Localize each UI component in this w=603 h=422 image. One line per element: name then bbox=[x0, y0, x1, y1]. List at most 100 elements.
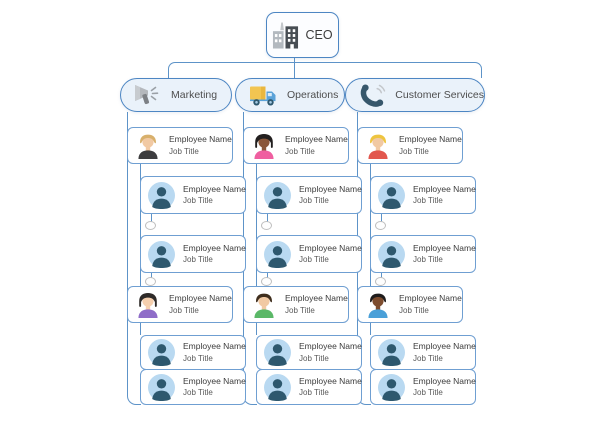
employee-node[interactable]: Employee Name Job Title bbox=[370, 369, 476, 405]
employee-title: Job Title bbox=[183, 196, 213, 206]
employee-title: Job Title bbox=[285, 305, 315, 315]
ceo-label: CEO bbox=[305, 28, 333, 42]
person-avatar-icon bbox=[264, 240, 291, 268]
employee-node[interactable]: Employee Name Job Title bbox=[140, 335, 246, 370]
employee-node[interactable]: Employee Name Job Title bbox=[370, 176, 476, 214]
employee-node[interactable]: Employee Name Job Title bbox=[140, 176, 246, 214]
person-avatar-icon bbox=[264, 181, 291, 209]
connector-collapse-stub bbox=[150, 273, 152, 278]
person-avatar-icon bbox=[138, 292, 158, 318]
employee-node[interactable]: Employee Name Job Title bbox=[370, 235, 476, 273]
collapse-indicator[interactable] bbox=[261, 221, 272, 230]
collapse-indicator[interactable] bbox=[145, 221, 156, 230]
person-avatar-icon bbox=[148, 240, 175, 268]
department-node-customer-services[interactable]: Customer Services bbox=[345, 78, 485, 112]
department-label: Operations bbox=[287, 89, 339, 101]
employee-name: Employee Name bbox=[169, 293, 232, 304]
employee-name: Employee Name bbox=[413, 341, 476, 352]
person-avatar-icon bbox=[368, 293, 388, 318]
connector-ceo-stub bbox=[294, 58, 296, 63]
employee-name: Employee Name bbox=[285, 293, 348, 304]
connector-reports-line bbox=[370, 323, 372, 335]
collapse-indicator[interactable] bbox=[375, 221, 386, 230]
employee-name: Employee Name bbox=[299, 341, 362, 352]
employee-title: Job Title bbox=[413, 255, 443, 265]
connector-reports-line bbox=[140, 323, 142, 335]
person-avatar-icon bbox=[368, 134, 388, 159]
employee-title: Job Title bbox=[183, 388, 213, 398]
employee-title: Job Title bbox=[299, 353, 329, 363]
employee-title: Job Title bbox=[183, 255, 213, 265]
truck-icon bbox=[250, 86, 276, 106]
connector-collapse-stub bbox=[266, 273, 268, 278]
employee-name: Employee Name bbox=[183, 242, 246, 253]
department-label: Customer Services bbox=[395, 89, 484, 101]
employee-name: Employee Name bbox=[413, 183, 476, 194]
employee-node[interactable]: Employee Name Job Title bbox=[140, 235, 246, 273]
employee-node[interactable]: Employee Name Job Title bbox=[370, 335, 476, 370]
employee-name: Employee Name bbox=[413, 242, 476, 253]
connector-column-bracket bbox=[127, 112, 141, 405]
employee-title: Job Title bbox=[413, 388, 443, 398]
employee-title: Job Title bbox=[413, 196, 443, 206]
ceo-node[interactable]: CEO bbox=[266, 12, 339, 58]
person-avatar-icon bbox=[254, 293, 274, 318]
employee-name: Employee Name bbox=[183, 375, 246, 386]
department-node-operations[interactable]: Operations bbox=[235, 78, 345, 112]
connector-collapse-stub bbox=[380, 273, 382, 278]
employee-node[interactable]: Employee Name Job Title bbox=[256, 235, 362, 273]
person-avatar-icon bbox=[148, 373, 175, 401]
employee-node[interactable]: Employee Name Job Title bbox=[256, 369, 362, 405]
department-label: Marketing bbox=[171, 89, 218, 101]
connector-middle-drop bbox=[294, 63, 296, 78]
employee-name: Employee Name bbox=[399, 293, 462, 304]
employee-node[interactable]: Employee Name Job Title bbox=[140, 369, 246, 405]
person-avatar-icon bbox=[378, 373, 405, 401]
person-avatar-icon bbox=[148, 181, 175, 209]
employee-name: Employee Name bbox=[413, 375, 476, 386]
employee-title: Job Title bbox=[169, 146, 199, 156]
employee-node-manager[interactable]: Employee Name Job Title bbox=[243, 127, 349, 164]
collapse-indicator[interactable] bbox=[145, 277, 156, 286]
connector-reports-line bbox=[256, 323, 258, 335]
collapse-indicator[interactable] bbox=[375, 277, 386, 286]
employee-title: Job Title bbox=[183, 353, 213, 363]
employee-node-manager[interactable]: Employee Name Job Title bbox=[357, 127, 463, 164]
employee-node-manager[interactable]: Employee Name Job Title bbox=[243, 286, 349, 323]
collapse-indicator[interactable] bbox=[261, 277, 272, 286]
employee-node[interactable]: Employee Name Job Title bbox=[256, 176, 362, 214]
employee-title: Job Title bbox=[169, 305, 199, 315]
connector-reports-line bbox=[370, 164, 372, 286]
employee-node-manager[interactable]: Employee Name Job Title bbox=[127, 127, 233, 164]
employee-title: Job Title bbox=[399, 305, 429, 315]
person-avatar-icon bbox=[138, 134, 158, 159]
employee-title: Job Title bbox=[299, 388, 329, 398]
connector-collapse-stub bbox=[380, 214, 382, 222]
employee-title: Job Title bbox=[299, 196, 329, 206]
employee-title: Job Title bbox=[285, 146, 315, 156]
employee-name: Employee Name bbox=[299, 242, 362, 253]
employee-name: Employee Name bbox=[399, 134, 462, 145]
person-avatar-icon bbox=[378, 339, 405, 366]
buildings-icon bbox=[273, 21, 299, 49]
phone-icon bbox=[360, 84, 386, 107]
employee-node-manager[interactable]: Employee Name Job Title bbox=[357, 286, 463, 323]
employee-title: Job Title bbox=[399, 146, 429, 156]
person-avatar-icon bbox=[378, 181, 405, 209]
employee-node-manager[interactable]: Employee Name Job Title bbox=[127, 286, 233, 323]
employee-name: Employee Name bbox=[183, 341, 246, 352]
person-avatar-icon bbox=[148, 339, 175, 366]
department-node-marketing[interactable]: Marketing bbox=[120, 78, 232, 112]
person-avatar-icon bbox=[264, 339, 291, 366]
employee-node[interactable]: Employee Name Job Title bbox=[256, 335, 362, 370]
employee-name: Employee Name bbox=[299, 183, 362, 194]
person-avatar-icon bbox=[378, 240, 405, 268]
connector-collapse-stub bbox=[266, 214, 268, 222]
connector-collapse-stub bbox=[150, 214, 152, 222]
employee-title: Job Title bbox=[299, 255, 329, 265]
employee-name: Employee Name bbox=[183, 183, 246, 194]
connector-reports-line bbox=[256, 164, 258, 286]
connector-top-rail bbox=[168, 62, 482, 78]
connector-reports-line bbox=[140, 164, 142, 286]
